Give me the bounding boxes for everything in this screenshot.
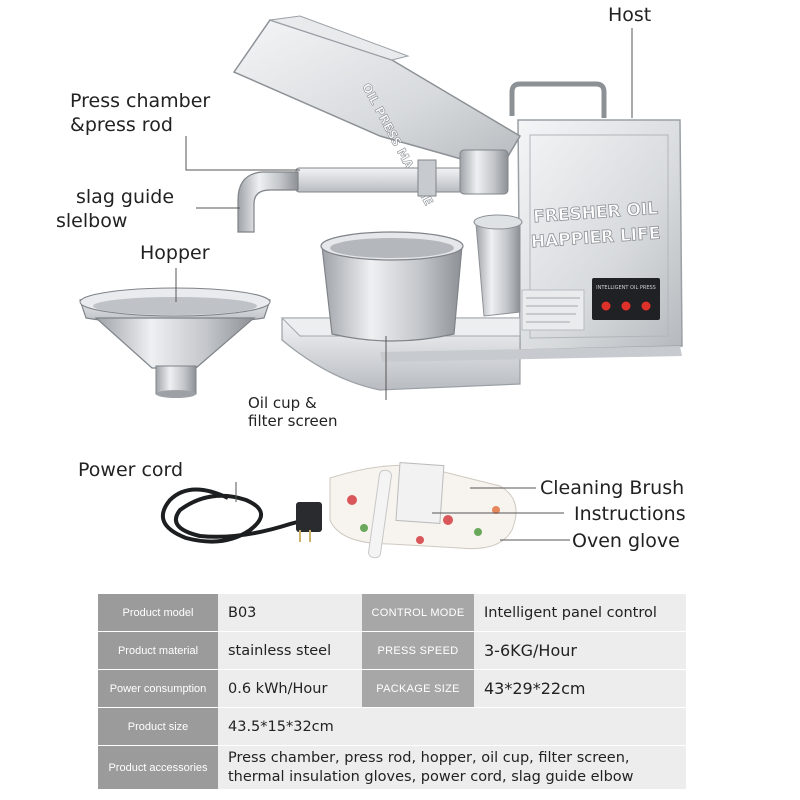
spec-value: Press chamber, press rod, hopper, oil cu… bbox=[218, 746, 686, 790]
host-body: INTELLIGENT OIL PRESS FRESHER OIL HAPPIE… bbox=[509, 81, 683, 351]
label-instructions: Instructions bbox=[574, 503, 686, 525]
label-host: Host bbox=[608, 4, 652, 26]
spec-label: PRESS SPEED bbox=[362, 632, 474, 670]
spec-row: Product accessories Press chamber, press… bbox=[98, 746, 686, 790]
spec-value: 43.5*15*32cm bbox=[218, 708, 686, 746]
spec-row: Power consumption 0.6 kWh/Hour PACKAGE S… bbox=[98, 670, 686, 708]
label-slag-elbow: slelbow bbox=[56, 210, 128, 232]
accessories-group bbox=[329, 461, 517, 559]
panel-button-icon bbox=[641, 301, 651, 311]
spec-label: Product size bbox=[98, 708, 218, 746]
back-oil-cup bbox=[473, 214, 523, 317]
spec-table: Product model B03 CONTROL MODE Intellige… bbox=[98, 594, 686, 790]
accessories-line: Press chamber, press rod, hopper, oil cu… bbox=[228, 749, 630, 766]
label-oven-glove: Oven glove bbox=[572, 530, 680, 552]
cleaning-brush bbox=[368, 469, 392, 559]
panel-title: INTELLIGENT OIL PRESS bbox=[596, 285, 656, 291]
slag-guide-elbow bbox=[237, 171, 299, 233]
spec-value: 3-6KG/Hour bbox=[474, 632, 686, 670]
spec-label: Product accessories bbox=[98, 746, 218, 790]
spec-label: PACKAGE SIZE bbox=[362, 670, 474, 708]
label-oil-cup: Oil cup & bbox=[248, 394, 317, 412]
power-cord bbox=[160, 487, 322, 544]
spec-label: CONTROL MODE bbox=[362, 594, 474, 632]
leader-lines bbox=[175, 28, 633, 541]
spec-row: Product size 43.5*15*32cm bbox=[98, 708, 686, 746]
label-slag-guide: slag guide bbox=[76, 186, 175, 208]
spec-value: 0.6 kWh/Hour bbox=[218, 670, 362, 708]
label-cleaning-brush: Cleaning Brush bbox=[540, 477, 685, 499]
label-press-chamber: Press chamber bbox=[70, 90, 211, 112]
panel-button-icon bbox=[621, 301, 631, 311]
label-hopper: Hopper bbox=[140, 242, 210, 264]
panel-button-icon bbox=[601, 301, 611, 311]
spec-label: Power consumption bbox=[98, 670, 218, 708]
spec-label: Product material bbox=[98, 632, 218, 670]
spec-label: Product model bbox=[98, 594, 218, 632]
label-press-rod: &press rod bbox=[70, 114, 173, 136]
instructions-sheet bbox=[395, 461, 445, 524]
spec-row: Product material stainless steel PRESS S… bbox=[98, 632, 686, 670]
product-illustration: INTELLIGENT OIL PRESS FRESHER OIL HAPPIE… bbox=[79, 15, 683, 559]
label-filter-screen: filter screen bbox=[248, 412, 338, 430]
front-oil-cup bbox=[320, 231, 464, 342]
press-chamber bbox=[295, 149, 509, 197]
control-panel bbox=[592, 278, 660, 320]
spec-row: Product model B03 CONTROL MODE Intellige… bbox=[98, 594, 686, 632]
accessories-line: thermal insulation gloves, power cord, s… bbox=[228, 768, 634, 785]
label-power-cord: Power cord bbox=[78, 459, 184, 481]
spec-value: stainless steel bbox=[218, 632, 362, 670]
spec-value: 43*29*22cm bbox=[474, 670, 686, 708]
hopper bbox=[79, 287, 271, 398]
spec-value: B03 bbox=[218, 594, 362, 632]
spec-value: Intelligent panel control bbox=[474, 594, 686, 632]
